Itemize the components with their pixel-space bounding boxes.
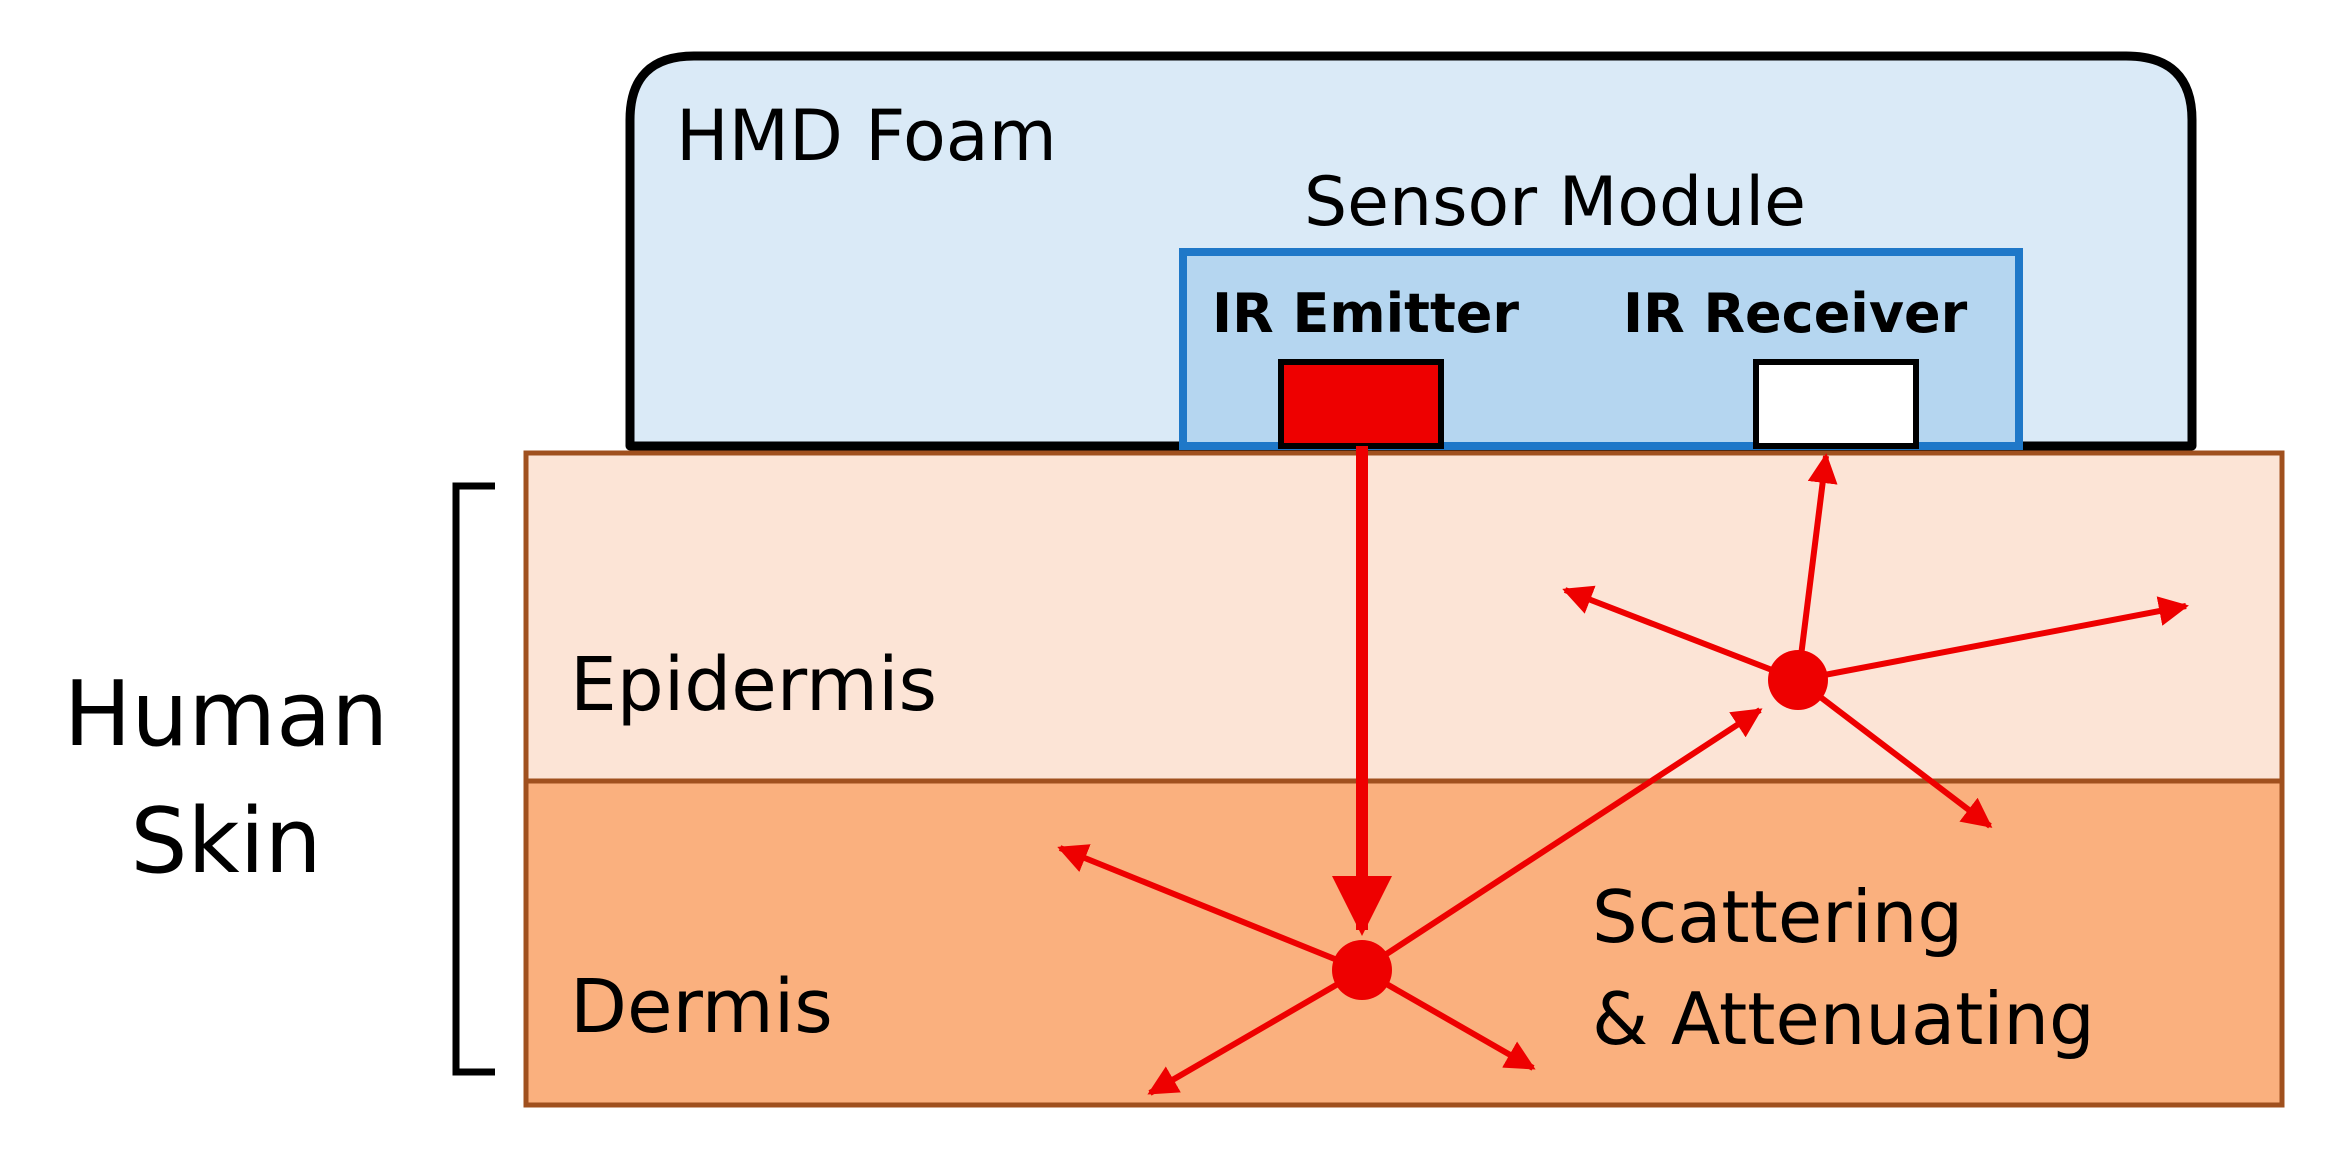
sensor-module-label: Sensor Module (1304, 163, 1806, 242)
dermis-scatter-point (1332, 940, 1392, 1000)
epidermis-scatter-arrow (1796, 677, 1993, 829)
ir-emitter (1278, 359, 1444, 449)
scattering-label: Scattering (1592, 875, 1963, 959)
dermis-scatter-arrow (1057, 844, 1364, 973)
epidermis-scatter-point (1768, 650, 1828, 710)
skin-label: Skin (130, 789, 321, 894)
epidermis-layer (523, 450, 2285, 784)
epidermis-scatter-arrow (1797, 596, 2189, 683)
dermis-label: Dermis (570, 964, 833, 1050)
epidermis-scatter-arrow (1562, 585, 1800, 683)
epidermis-label: Epidermis (570, 642, 937, 728)
dermis-scatter-arrow (1360, 967, 1536, 1071)
upward-scatter-arrow (1360, 707, 1763, 973)
dermis-scatter-arrow (1147, 967, 1364, 1096)
ir-emitter-label: IR Emitter (1212, 282, 1519, 345)
human-label: Human (64, 662, 389, 767)
ir-receiver (1753, 359, 1919, 449)
light-rays (1057, 446, 2189, 1096)
epidermis-scatter-arrow (1795, 453, 1838, 681)
attenuating-label: & Attenuating (1592, 977, 2095, 1061)
human-skin-bracket (452, 482, 495, 1076)
hmd-foam-label: HMD Foam (676, 95, 1057, 177)
ir-receiver-label: IR Receiver (1623, 282, 1968, 345)
